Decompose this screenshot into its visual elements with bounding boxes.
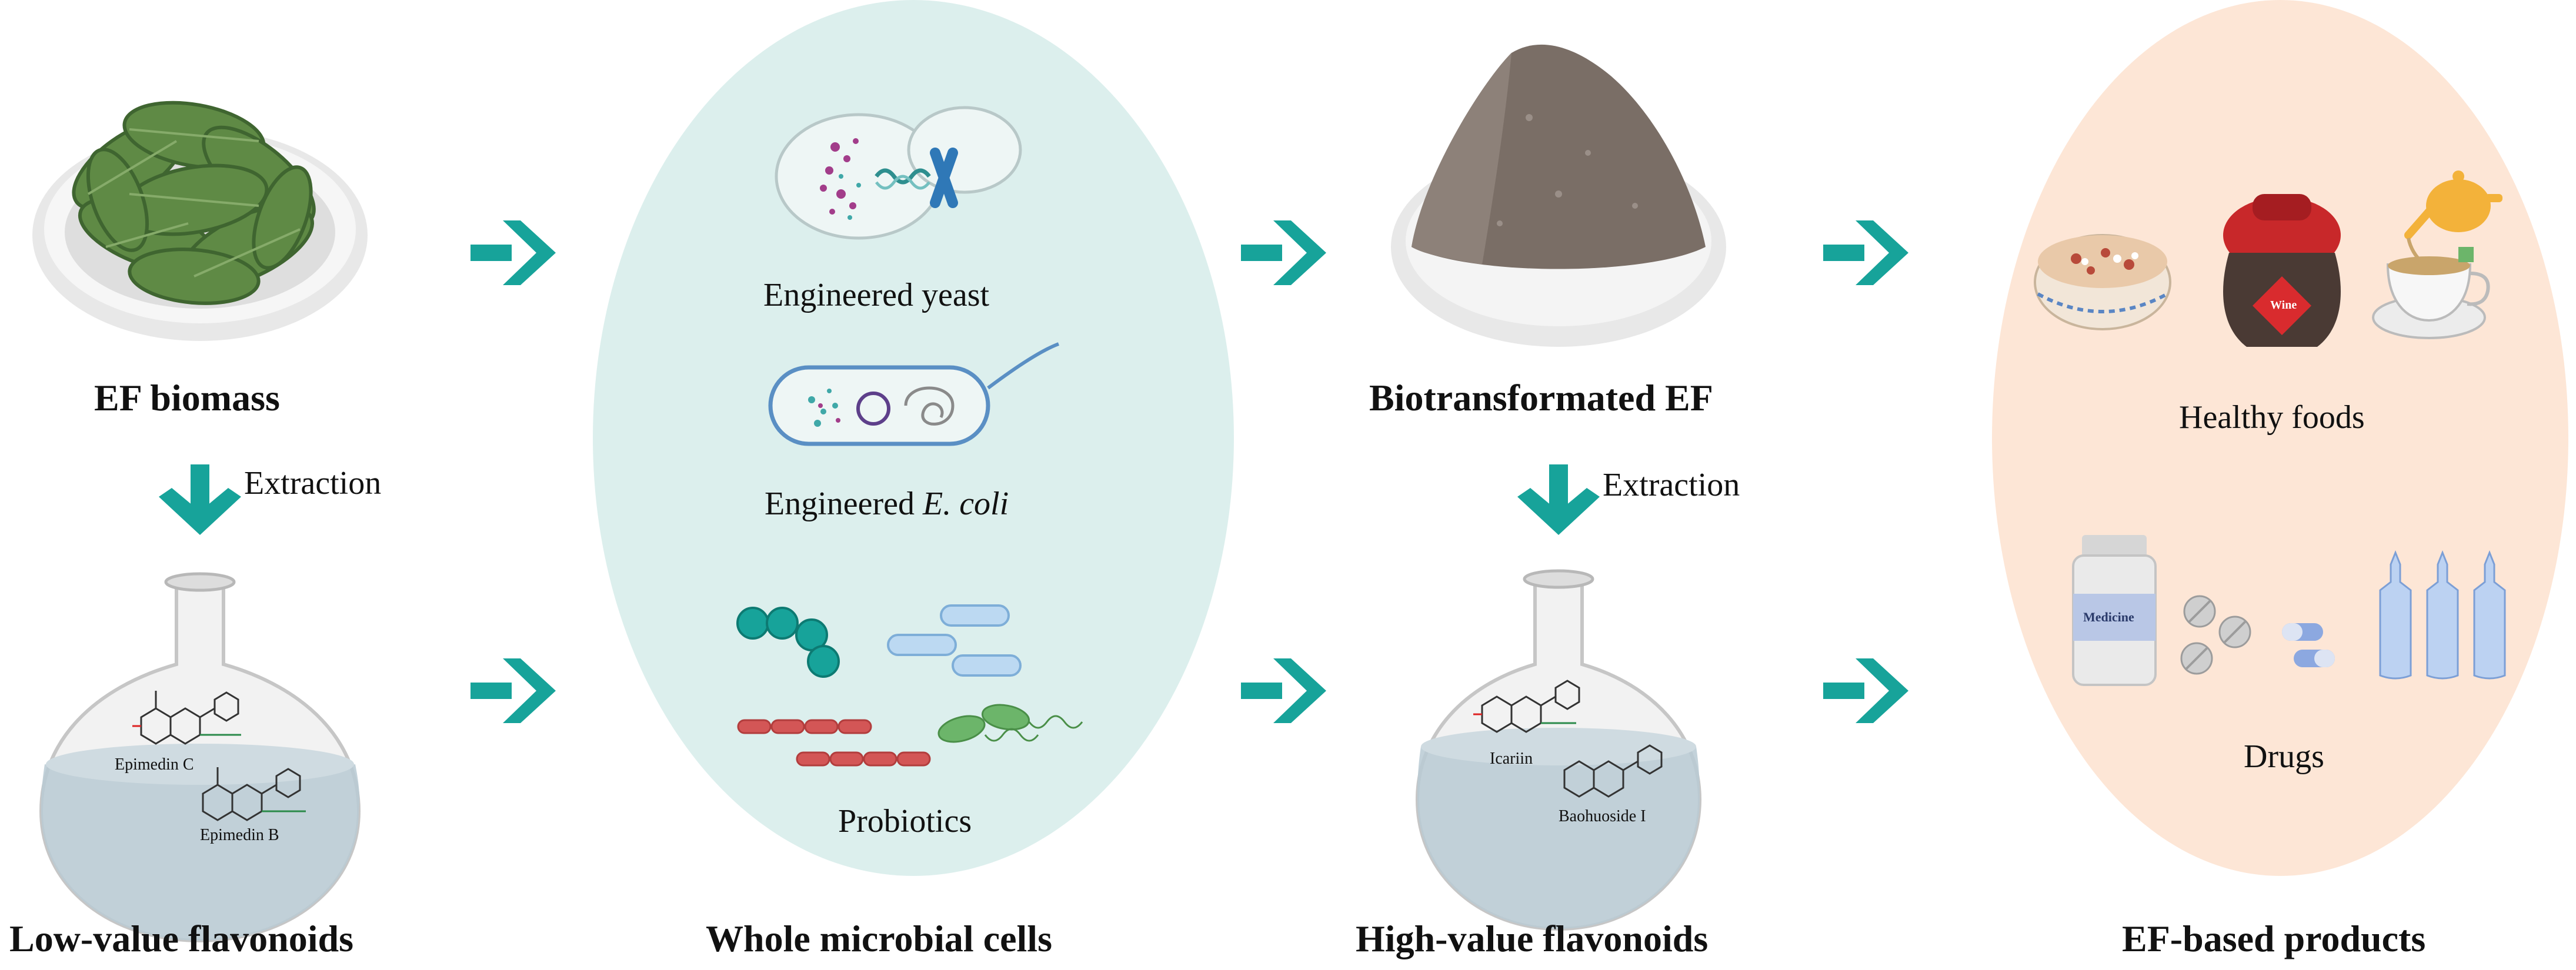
- product-drugs: Drugs: [2244, 738, 2324, 775]
- compound-baohuoside: Baohuoside I: [1559, 807, 1646, 825]
- flask-high-value-icon: [1415, 569, 1702, 931]
- stage-high-value-flavonoids: High-value flavonoids: [1356, 918, 1709, 959]
- ecoli-cell-icon: [768, 342, 1060, 446]
- step-extraction-1: Extraction: [244, 465, 382, 501]
- arrow-down-extraction-2: [1517, 464, 1600, 535]
- porridge-bowl-icon: [2034, 234, 2171, 330]
- wine-label: Wine: [2270, 299, 2297, 312]
- arrow-right-3: [1823, 220, 1908, 285]
- stage-whole-microbial-cells: Whole microbial cells: [706, 918, 1052, 959]
- arrow-down-extraction-1: [159, 464, 241, 535]
- stage-ef-based-products: EF-based products: [2122, 918, 2426, 959]
- teapot-cup-icon: [2372, 170, 2502, 339]
- arrow-right-4: [471, 658, 556, 723]
- stage-ef-biomass: EF biomass: [94, 377, 280, 419]
- stage-biotransformated-ef: Biotransformated EF: [1369, 377, 1713, 419]
- stage-low-value-flavonoids: Low-value flavonoids: [9, 918, 353, 959]
- yeast-cell-icon: [775, 106, 1022, 240]
- ecoli-prefix: Engineered: [765, 486, 923, 522]
- medicine-label: Medicine: [2083, 610, 2134, 624]
- medicine-bottle-icon: [2072, 535, 2157, 686]
- microbe-engineered-ecoli: Engineered E. coli: [765, 485, 1009, 523]
- arrow-right-5: [1241, 658, 1326, 723]
- arrow-right-1: [471, 220, 556, 285]
- ecoli-species: E. coli: [922, 486, 1009, 522]
- compound-epimedin-c: Epimedin C: [115, 755, 194, 774]
- microbe-engineered-yeast: Engineered yeast: [763, 277, 990, 313]
- compound-icariin: Icariin: [1490, 750, 1533, 768]
- probiotics-icon: [736, 604, 1083, 767]
- arrow-right-6: [1823, 658, 1908, 723]
- pills-icon: [2180, 595, 2251, 675]
- step-extraction-2: Extraction: [1603, 467, 1740, 503]
- powder-plate-icon: [1391, 44, 1726, 347]
- arrow-right-2: [1241, 220, 1326, 285]
- capsules-icon: [2282, 623, 2335, 667]
- ampoules-icon: [2379, 550, 2506, 680]
- microbe-probiotics: Probiotics: [838, 803, 972, 839]
- leaf-plate-icon: [32, 101, 368, 341]
- flask-low-value-icon: [39, 572, 361, 943]
- wine-jar-icon: [2223, 194, 2341, 347]
- product-healthy-foods: Healthy foods: [2179, 399, 2365, 436]
- compound-epimedin-b: Epimedin B: [200, 826, 279, 844]
